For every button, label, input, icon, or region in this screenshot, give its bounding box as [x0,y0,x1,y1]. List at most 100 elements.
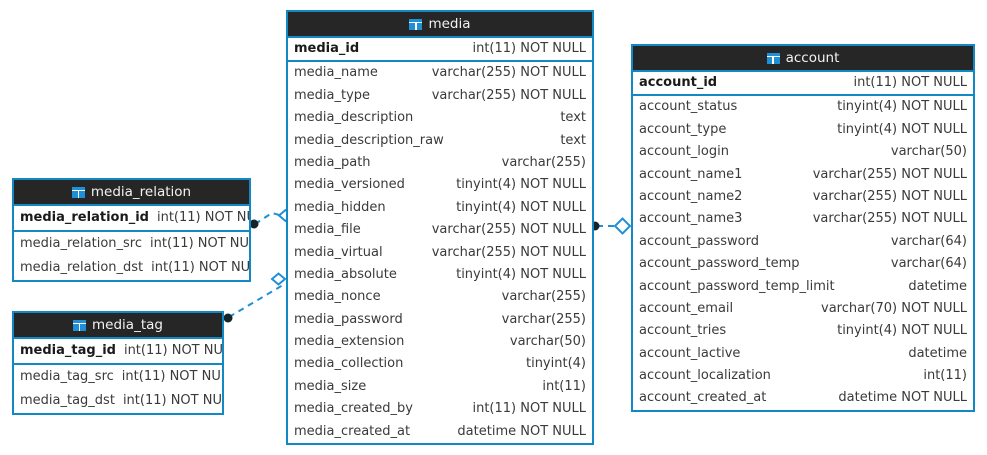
column-name: media_id [294,41,360,56]
column-name: media_type [294,87,371,103]
column-type: int(11) [542,378,586,394]
column-row[interactable]: media_size int(11) [288,376,592,398]
column-type: varchar(255) [501,289,586,305]
edge-source-dot [223,313,233,323]
column-type: datetime [908,345,967,361]
entity-header-media: media [288,12,592,36]
column-type: varchar(255) NOT NULL [431,244,586,260]
column-type: varchar(255) [501,154,586,170]
primary-key-row[interactable]: media_id int(11) NOT NULL [288,36,592,63]
column-name: media_absolute [294,266,397,282]
column-name: media_tag_src [20,369,114,384]
column-type: varchar(50) [509,334,586,350]
entity-media_relation[interactable]: media_relation media_relation_id int(11)… [12,178,251,282]
column-name: media_file [294,222,361,238]
column-row[interactable]: account_email varchar(70) NOT NULL [633,298,973,320]
entity-title: media_relation [90,184,192,200]
column-name: account_name1 [639,166,743,182]
column-name: account_name2 [639,188,743,204]
column-type: datetime NOT NULL [838,390,967,406]
column-row[interactable]: media_tag_dst int(11) NOT NULL [14,389,222,413]
column-type: tinyint(4) NOT NULL [837,121,967,137]
column-name: account_login [639,144,729,160]
column-name: media_size [294,378,367,394]
column-type: tinyint(4) NOT NULL [456,266,586,282]
column-name: media_description_raw [294,132,444,148]
column-row[interactable]: account_status tinyint(4) NOT NULL [633,96,973,118]
column-type: tinyint(4) NOT NULL [837,323,967,339]
table-icon [409,18,423,30]
column-type: text [560,132,586,148]
column-name: account_tries [639,323,727,339]
column-type: datetime [908,278,967,294]
column-type: int(11) NOT NULL [151,260,249,275]
column-name: media_tag_dst [20,393,115,408]
entity-header-account: account [633,46,973,70]
column-row[interactable]: media_description_raw text [288,130,592,152]
column-row[interactable]: media_file varchar(255) NOT NULL [288,219,592,241]
column-type: varchar(50) [890,144,967,160]
column-type: varchar(255) NOT NULL [431,222,586,238]
entity-media[interactable]: media media_id int(11) NOT NULL media_na… [286,10,594,446]
column-row[interactable]: account_login varchar(50) [633,141,973,163]
column-name: account_status [639,99,738,115]
column-row[interactable]: account_name1 varchar(255) NOT NULL [633,164,973,186]
column-type: int(11) NOT NULL [150,236,249,251]
entity-title: media [428,16,471,32]
column-name: account_id [639,75,718,90]
column-type: tinyint(4) NOT NULL [837,99,967,115]
entity-account[interactable]: account account_id int(11) NOT NULL acco… [631,44,975,412]
column-type: varchar(64) [890,256,967,272]
column-type: int(11) NOT NULL [123,343,222,358]
column-name: account_email [639,300,734,316]
column-row[interactable]: account_password_temp_limit datetime [633,276,973,298]
column-name: account_password_temp_limit [639,278,835,294]
column-row[interactable]: account_tries tinyint(4) NOT NULL [633,320,973,342]
entity-media_tag[interactable]: media_tag media_tag_id int(11) NOT NULL … [12,311,224,415]
column-name: media_created_at [294,423,411,439]
primary-key-row[interactable]: media_tag_id int(11) NOT NULL [14,337,222,365]
primary-key-row[interactable]: account_id int(11) NOT NULL [633,70,973,97]
column-row[interactable]: media_absolute tinyint(4) NOT NULL [288,264,592,286]
column-type: varchar(64) [890,233,967,249]
column-type: varchar(255) NOT NULL [431,65,586,81]
column-type: varchar(70) NOT NULL [821,300,967,316]
column-name: media_description [294,110,414,126]
table-icon [73,319,87,331]
column-name: media_tag_id [20,343,116,358]
primary-key-row[interactable]: media_relation_id int(11) NOT NULL [14,204,249,232]
column-type: varchar(255) NOT NULL [812,166,967,182]
column-type: tinyint(4) [525,356,586,372]
relationship-media-account[interactable] [590,217,632,235]
entity-title: media_tag [92,317,163,333]
column-type: int(11) NOT NULL [122,393,222,408]
column-list: account_status tinyint(4) NOT NULL accoun… [633,96,973,409]
edge-line [254,211,284,225]
column-name: account_name3 [639,211,743,227]
